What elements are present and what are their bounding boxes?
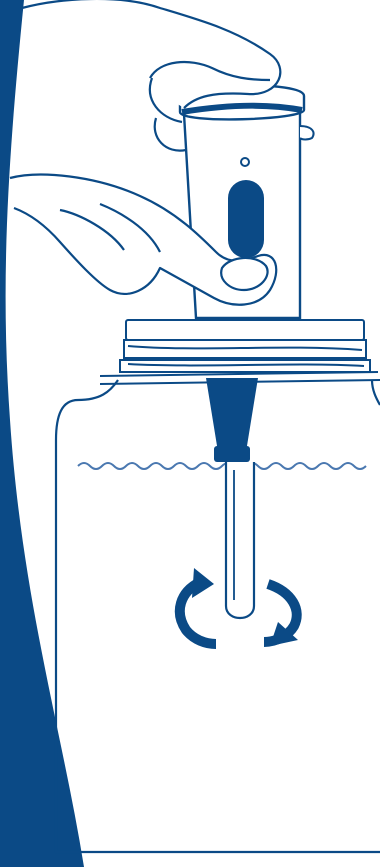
- side-band: [0, 0, 84, 867]
- bottle-neck: [100, 320, 380, 384]
- water-surface-icon: [78, 463, 366, 469]
